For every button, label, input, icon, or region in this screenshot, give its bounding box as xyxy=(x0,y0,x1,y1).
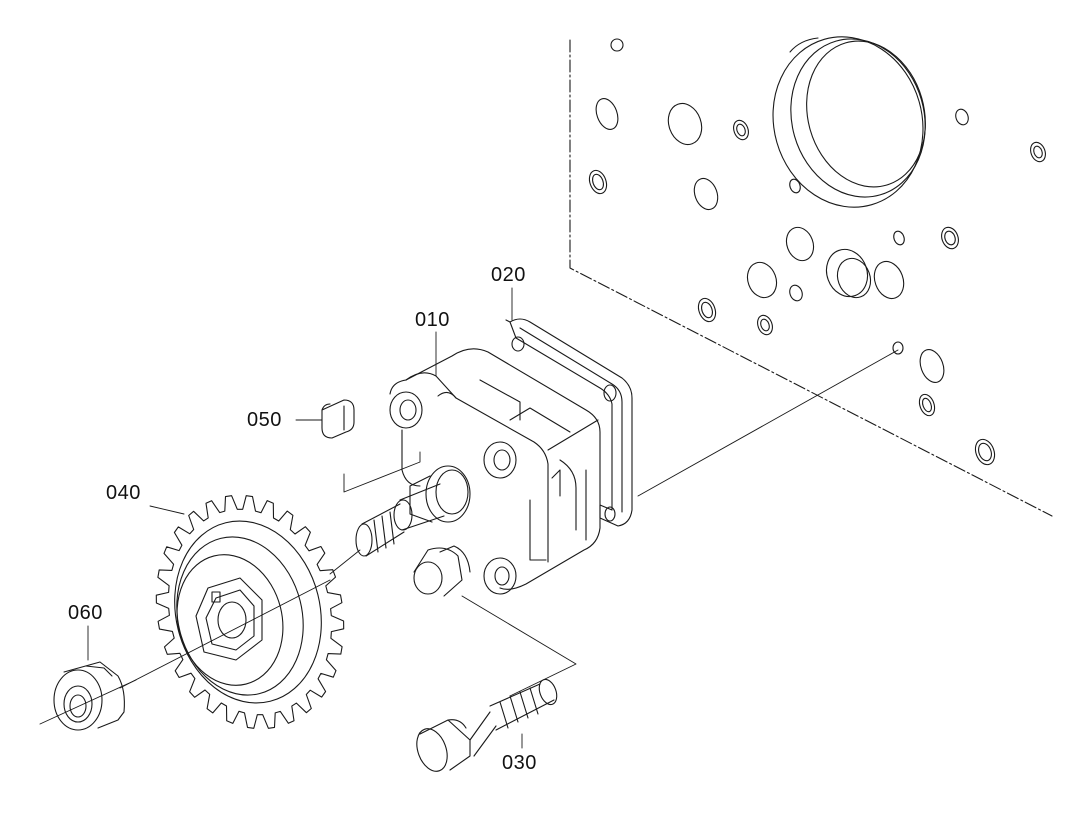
nut-060 xyxy=(53,661,125,731)
oil-pump-010 xyxy=(355,348,601,597)
gasket-020 xyxy=(505,318,633,527)
leader-lines xyxy=(87,287,523,749)
engine-plate xyxy=(569,36,1053,517)
part-label-050: 050 xyxy=(247,409,282,431)
part-label-030: 030 xyxy=(502,752,537,774)
part-label-040: 040 xyxy=(106,482,141,504)
part-label-020: 020 xyxy=(491,264,526,286)
part-label-060: 060 xyxy=(68,602,103,624)
key-050 xyxy=(321,399,355,439)
assembly-lines xyxy=(39,349,899,725)
bolt-030 xyxy=(416,678,558,772)
part-label-010: 010 xyxy=(415,309,450,331)
gear-040 xyxy=(155,495,345,729)
